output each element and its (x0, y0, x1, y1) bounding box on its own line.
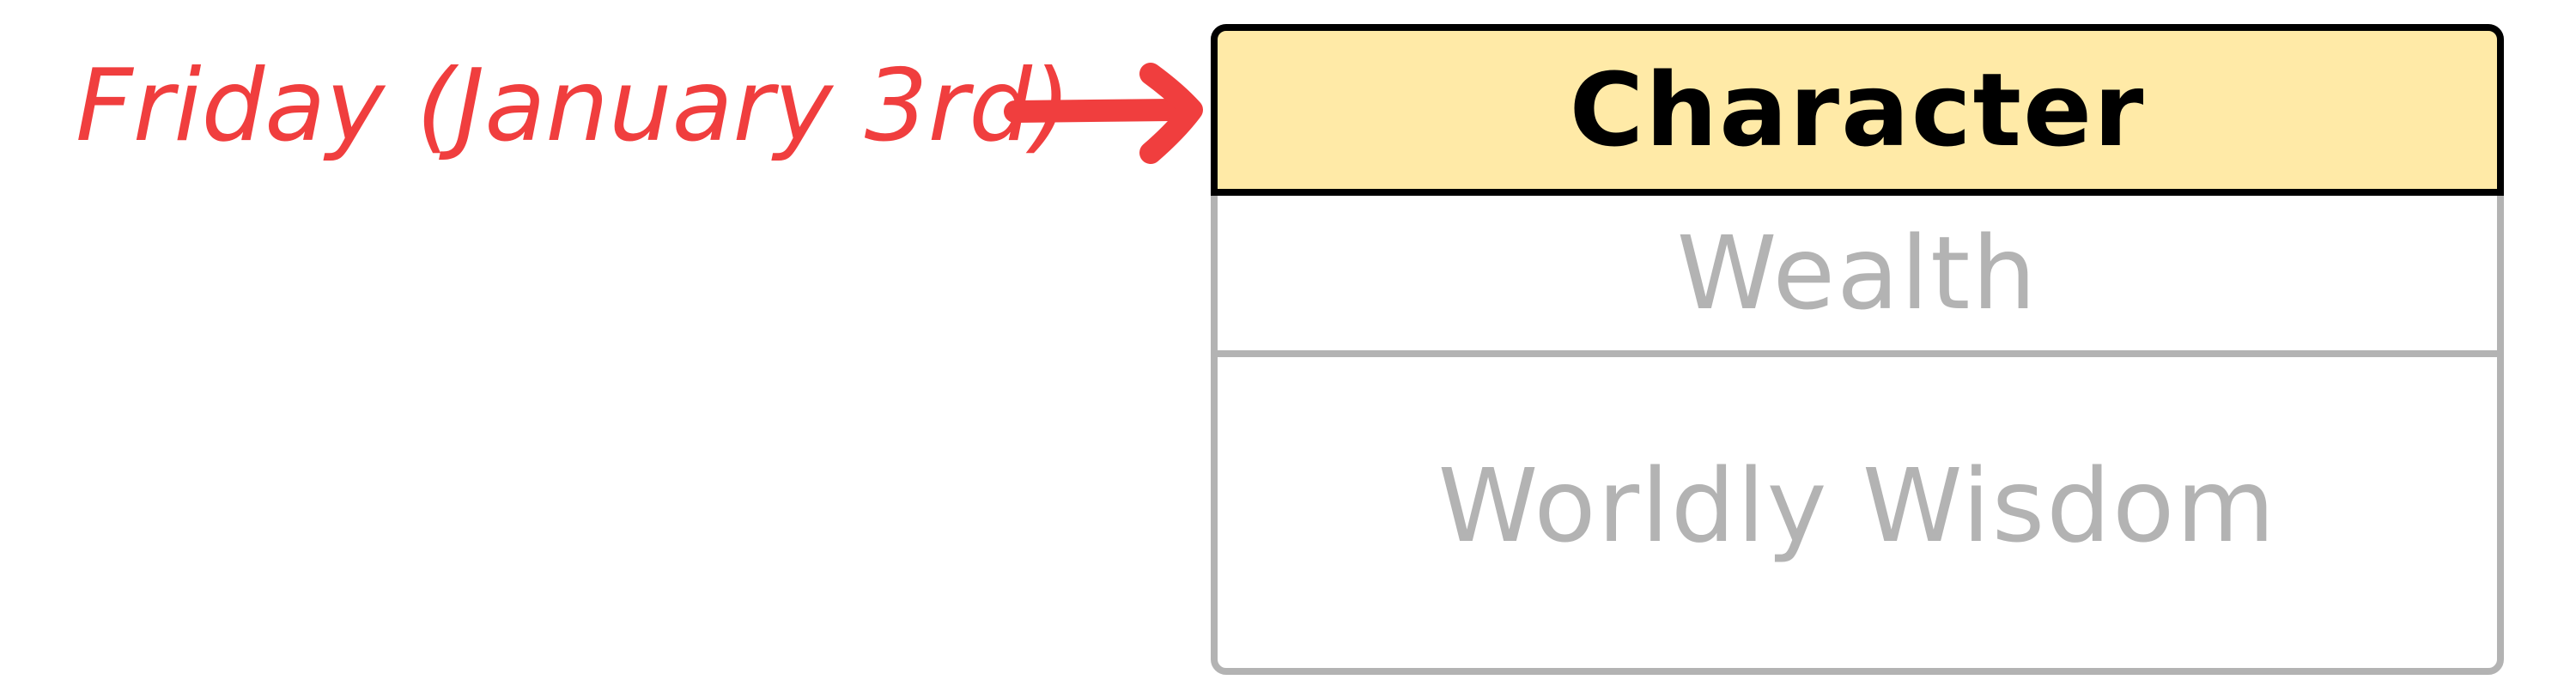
character-stack: Character Wealth Worldly Wisdom (1211, 24, 2504, 675)
stack-header-character: Character (1211, 24, 2504, 196)
stack-item-worldly-wisdom: Worldly Wisdom (1437, 446, 2277, 565)
annotation-label: Friday (January 3rd) (76, 48, 1072, 164)
stack-item-wealth: Wealth (1676, 214, 2038, 332)
arrow-right-icon (1004, 63, 1203, 164)
stack-divider (1218, 350, 2497, 357)
